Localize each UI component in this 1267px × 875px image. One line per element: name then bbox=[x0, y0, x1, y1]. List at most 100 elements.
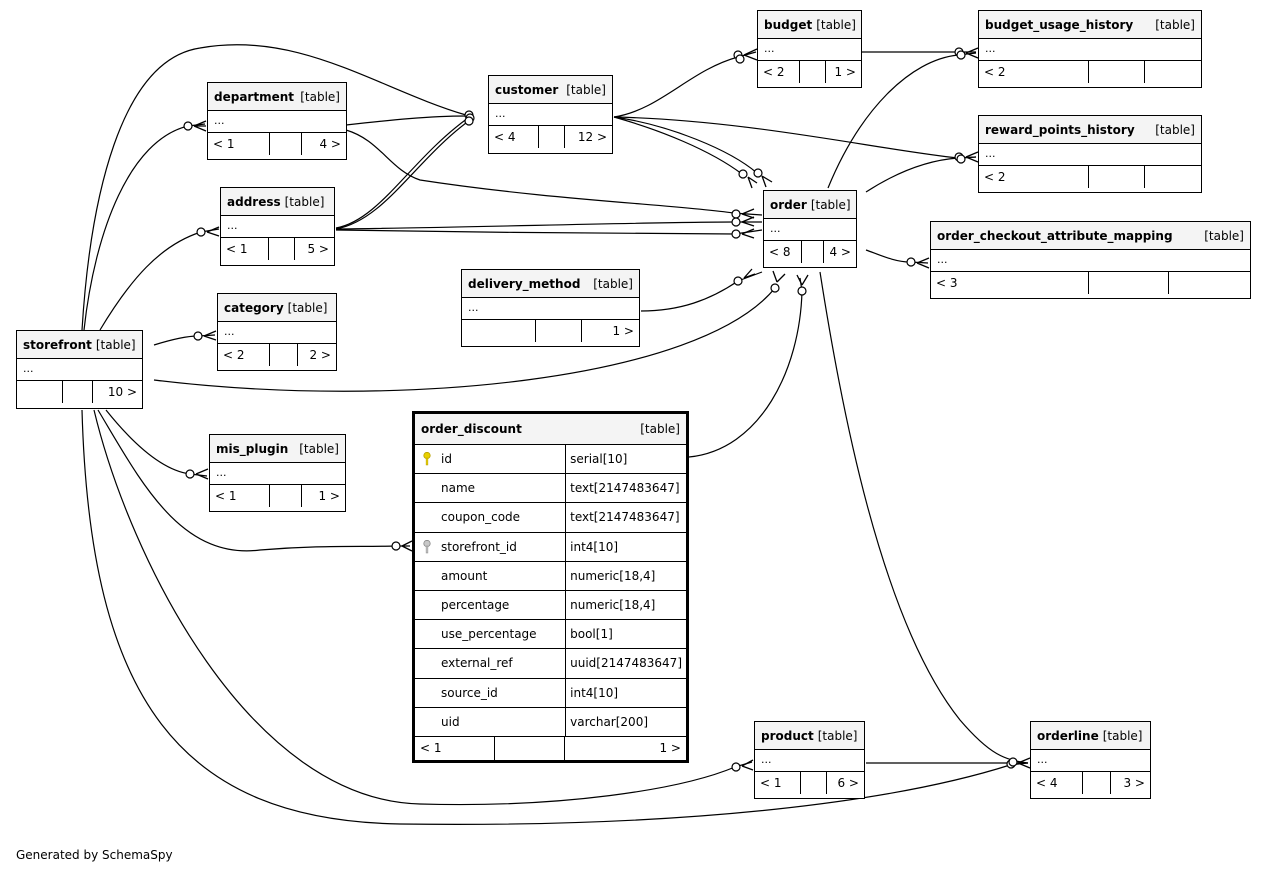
column-name: id bbox=[441, 452, 452, 467]
table-header[interactable]: mis_plugin[table] bbox=[210, 435, 345, 463]
footer-spacer bbox=[269, 238, 295, 260]
table-header[interactable]: customer[table] bbox=[489, 76, 612, 104]
parents-link[interactable] bbox=[462, 320, 536, 342]
table-type: [table] bbox=[816, 17, 856, 32]
parents-link[interactable]: < 1 bbox=[210, 485, 270, 507]
table-delivery-method[interactable]: delivery_method[table] ... 1 > bbox=[461, 269, 640, 347]
table-storefront[interactable]: storefront[table] ... 10 > bbox=[16, 330, 143, 409]
table-header[interactable]: storefront[table] bbox=[17, 331, 142, 359]
children-link[interactable]: 1 > bbox=[612, 324, 634, 338]
table-header[interactable]: order_discount[table] bbox=[415, 414, 686, 444]
table-type: [table] bbox=[1155, 122, 1195, 137]
children-link[interactable]: 4 > bbox=[319, 137, 341, 151]
table-reward-points-history[interactable]: reward_points_history [table] ... < 2 bbox=[978, 115, 1202, 193]
children-link[interactable] bbox=[1145, 166, 1201, 188]
parents-link[interactable]: < 2 bbox=[218, 344, 270, 366]
table-header[interactable]: address[table] bbox=[221, 188, 334, 216]
table-order[interactable]: order[table] ... < 8 4 > bbox=[763, 190, 857, 268]
table-order-checkout-attribute-mapping[interactable]: order_checkout_attribute_mapping[table] … bbox=[930, 221, 1251, 299]
parents-link[interactable]: < 4 bbox=[1031, 772, 1083, 794]
edge-order-orderline bbox=[819, 271, 1029, 764]
table-header[interactable]: budget[table] bbox=[758, 11, 861, 39]
table-header[interactable]: category[table] bbox=[218, 294, 336, 322]
children-link[interactable]: 6 > bbox=[837, 776, 859, 790]
column-type: int4[10] bbox=[565, 677, 686, 708]
children-link[interactable] bbox=[1169, 272, 1250, 294]
children-link[interactable]: 2 > bbox=[309, 348, 331, 362]
column-name: external_ref bbox=[415, 648, 567, 678]
table-budget-usage-history[interactable]: budget_usage_history[table] ... < 2 bbox=[978, 10, 1202, 88]
table-header[interactable]: delivery_method[table] bbox=[462, 270, 639, 298]
table-columns-ellipsis: ... bbox=[979, 144, 1201, 166]
table-type: [table] bbox=[1204, 228, 1244, 243]
parents-link[interactable]: < 2 bbox=[979, 166, 1089, 188]
table-name: orderline bbox=[1037, 728, 1099, 743]
edge-storefront-product bbox=[93, 409, 753, 806]
parents-link[interactable]: < 3 bbox=[931, 272, 1089, 294]
children-link[interactable]: 10 > bbox=[107, 385, 137, 399]
table-header[interactable]: orderline[table] bbox=[1031, 722, 1150, 750]
table-columns-ellipsis: ... bbox=[764, 219, 856, 241]
table-header[interactable]: budget_usage_history[table] bbox=[979, 11, 1201, 39]
parents-link[interactable]: < 1 bbox=[415, 736, 495, 760]
children-link[interactable]: 1 > bbox=[659, 741, 681, 756]
table-header[interactable]: order[table] bbox=[764, 191, 856, 219]
parents-link[interactable]: < 4 bbox=[489, 126, 539, 148]
table-name: reward_points_history bbox=[985, 122, 1135, 137]
edge-customer-order-2 bbox=[613, 116, 758, 174]
edge-customer-budget bbox=[613, 51, 757, 118]
footer-spacer bbox=[802, 241, 824, 263]
parents-link[interactable]: < 2 bbox=[758, 61, 800, 83]
children-link[interactable]: 1 > bbox=[318, 489, 340, 503]
children-link[interactable]: 1 > bbox=[834, 65, 856, 79]
edge-storefront-misplugin bbox=[105, 409, 208, 477]
parents-link[interactable]: < 1 bbox=[208, 133, 270, 155]
children-link[interactable] bbox=[1145, 61, 1201, 83]
parents-link[interactable]: < 8 bbox=[764, 241, 802, 263]
footer-spacer bbox=[536, 320, 582, 342]
edge-department-order bbox=[345, 129, 763, 216]
children-link[interactable]: 4 > bbox=[829, 245, 851, 259]
table-type: [table] bbox=[1155, 17, 1195, 32]
table-header[interactable]: order_checkout_attribute_mapping[table] bbox=[931, 222, 1250, 250]
table-header[interactable]: reward_points_history [table] bbox=[979, 116, 1201, 144]
parents-link[interactable]: < 1 bbox=[755, 772, 801, 794]
table-columns-ellipsis: ... bbox=[755, 750, 864, 772]
edge-storefront-customer bbox=[81, 44, 467, 331]
children-link[interactable]: 3 > bbox=[1123, 776, 1145, 790]
parents-link[interactable]: < 1 bbox=[221, 238, 269, 260]
table-product[interactable]: product[table] ... < 1 6 > bbox=[754, 721, 865, 799]
table-header[interactable]: department[table] bbox=[208, 83, 346, 111]
table-type: [table] bbox=[566, 82, 606, 97]
children-link[interactable]: 5 > bbox=[307, 242, 329, 256]
footer-spacer bbox=[539, 126, 565, 148]
table-budget[interactable]: budget[table] ... < 2 1 > bbox=[757, 10, 862, 88]
table-header[interactable]: product[table] bbox=[755, 722, 864, 750]
edge-department-customer bbox=[345, 115, 467, 126]
table-type: [table] bbox=[287, 300, 328, 315]
table-type: [table] bbox=[284, 194, 325, 209]
parents-link[interactable] bbox=[17, 381, 63, 403]
table-name: category bbox=[224, 300, 284, 315]
table-columns-ellipsis: ... bbox=[758, 39, 861, 61]
children-link[interactable]: 12 > bbox=[577, 130, 607, 144]
parents-link[interactable]: < 2 bbox=[979, 61, 1089, 83]
